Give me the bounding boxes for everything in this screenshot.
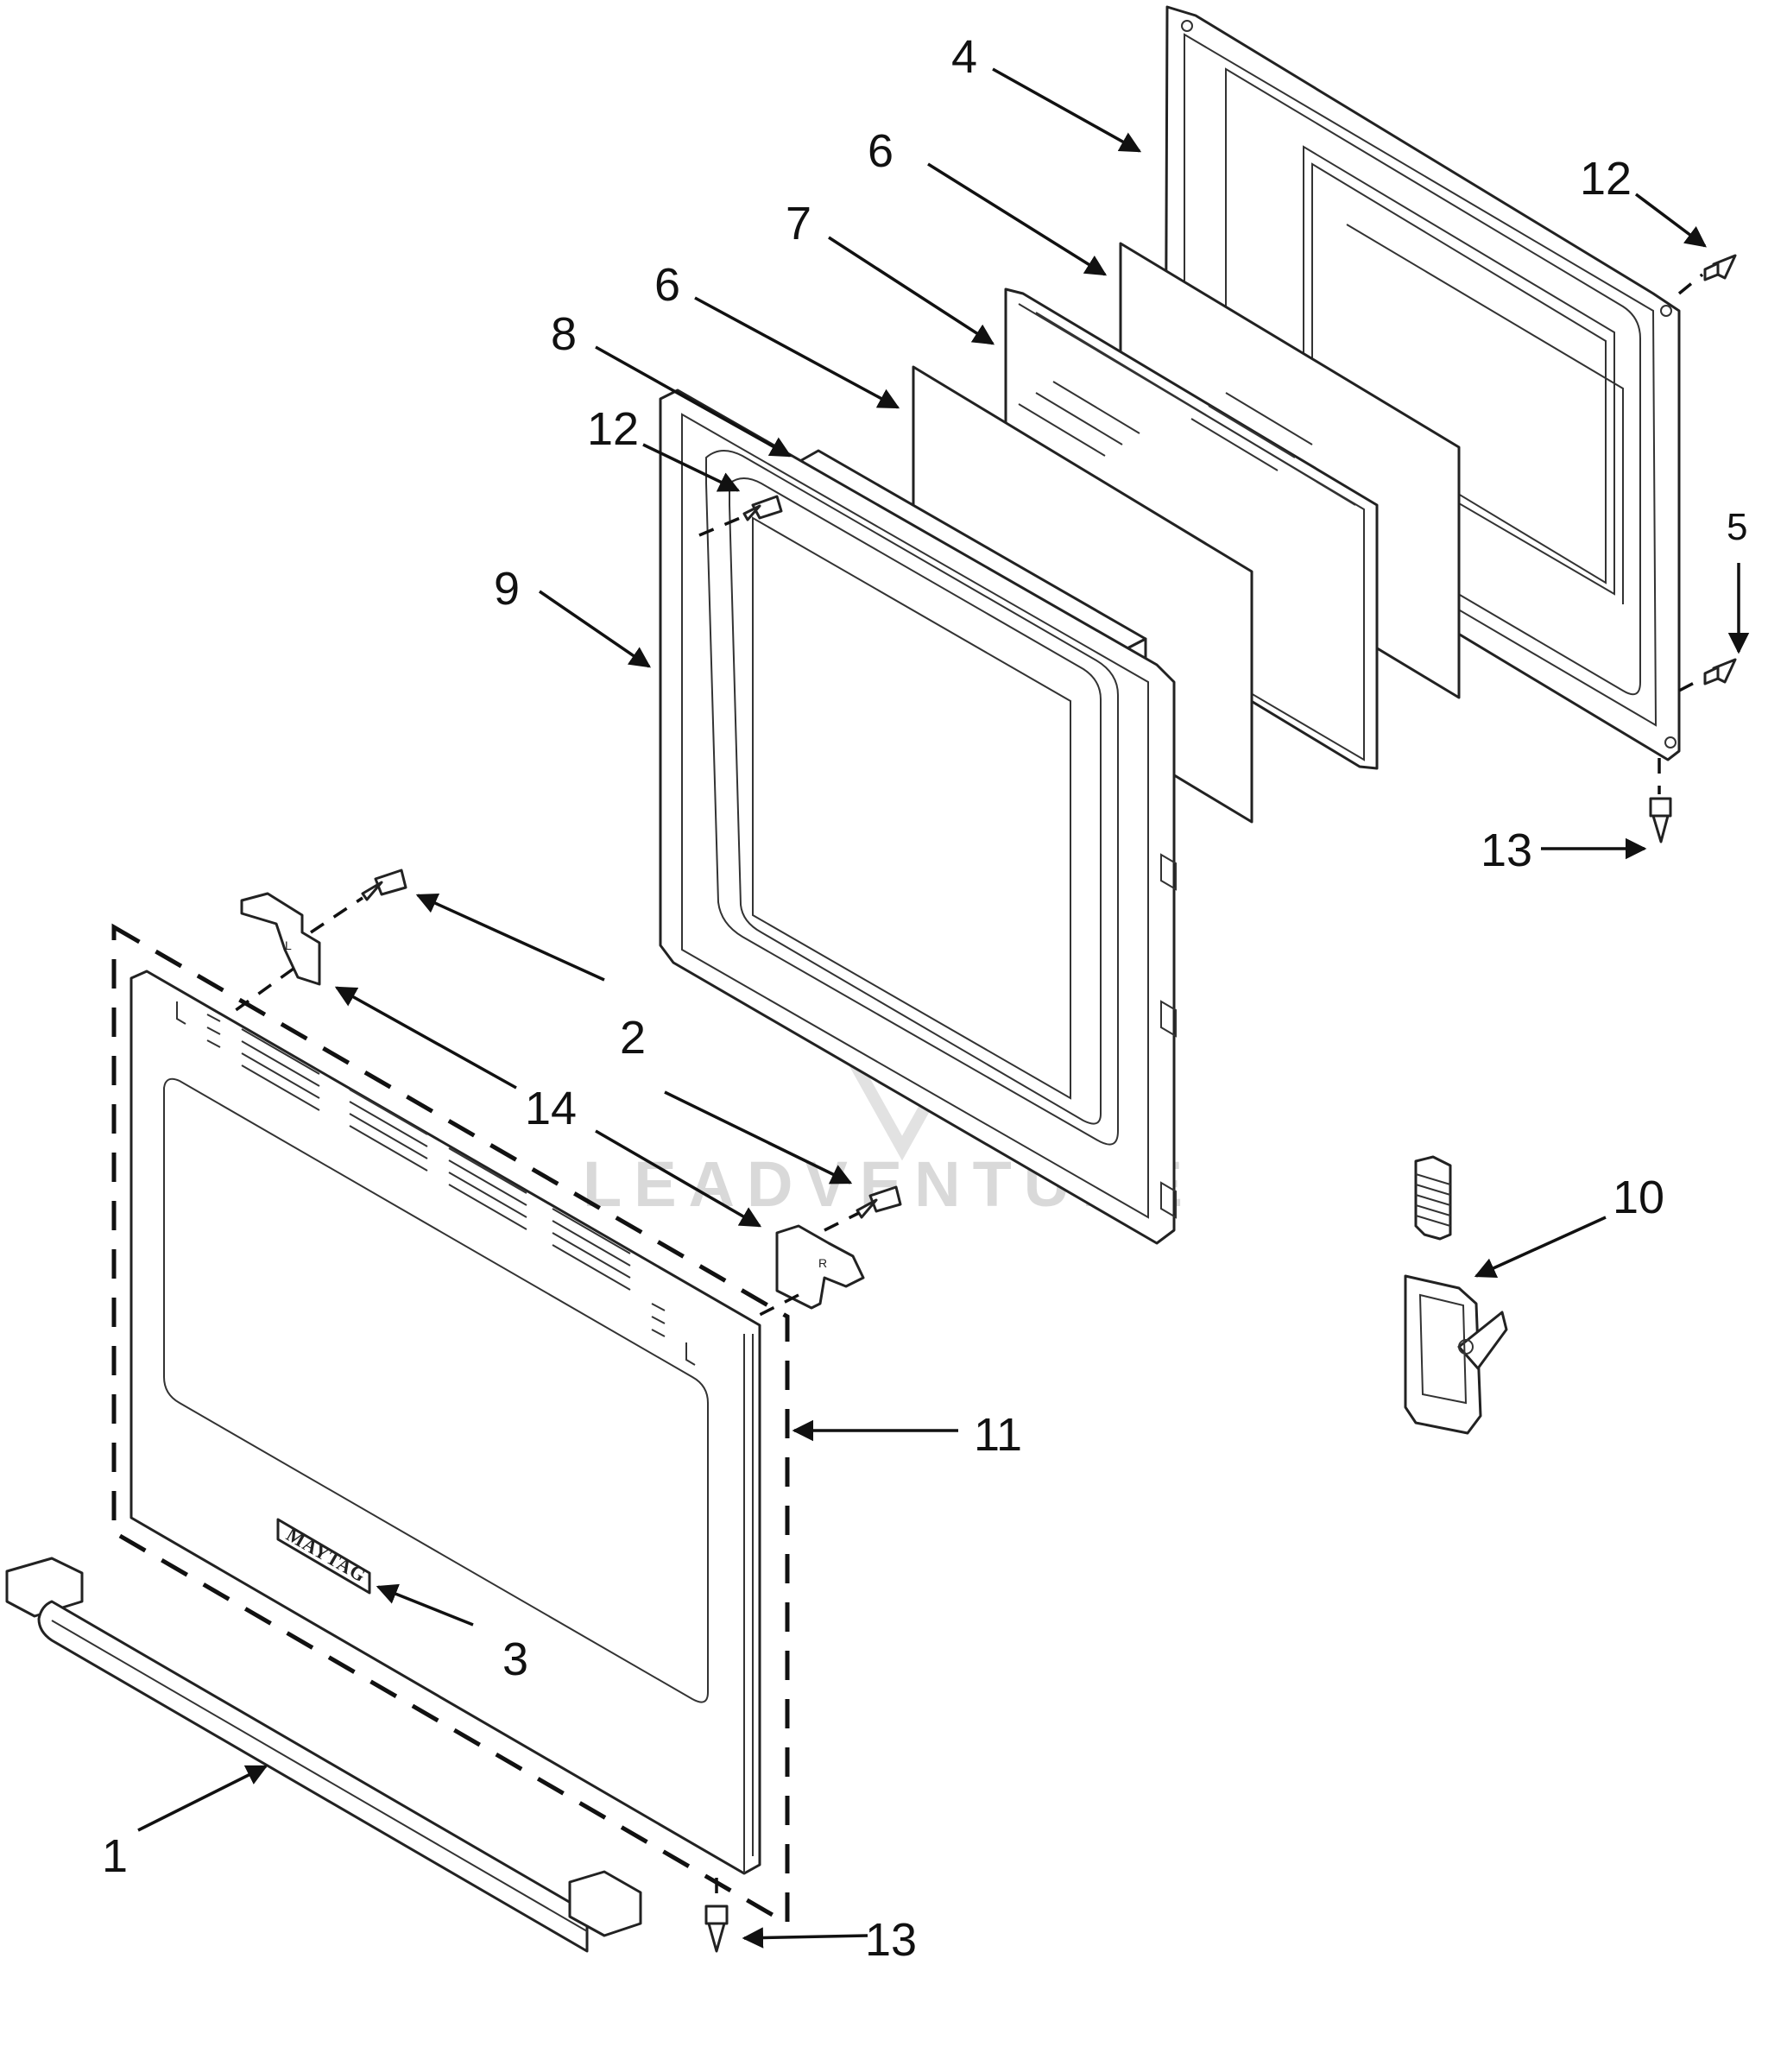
hinge-receiver-right: R <box>775 1224 865 1310</box>
callout-13-upper: 13 <box>1481 824 1532 876</box>
callout-12-right: 12 <box>1580 153 1632 205</box>
screw-13-lower <box>704 1905 729 1953</box>
callout-3: 3 <box>502 1633 528 1685</box>
screw-5-right <box>1703 658 1737 685</box>
door-inner-frame <box>659 388 1177 1245</box>
callout-9: 9 <box>494 563 520 615</box>
screw-2-left <box>361 869 407 901</box>
callout-labels: 1 2 3 4 5 6 6 7 8 9 10 11 12 12 13 13 14 <box>102 31 1747 1966</box>
callout-6-front: 6 <box>654 259 680 311</box>
screw-13-upper <box>1649 797 1672 843</box>
hinge-right-mark: R <box>818 1256 827 1270</box>
callout-14: 14 <box>525 1083 577 1134</box>
callout-5: 5 <box>1727 506 1747 548</box>
hinge-left-mark: L <box>285 938 292 952</box>
callout-12-mid: 12 <box>587 403 639 455</box>
outer-door-panel: MAYTAG <box>129 970 761 1875</box>
callout-4: 4 <box>951 31 977 83</box>
callout-1: 1 <box>102 1830 128 1882</box>
door-handle <box>5 1557 642 1953</box>
callout-10: 10 <box>1613 1172 1664 1223</box>
callout-7: 7 <box>786 198 811 250</box>
callout-11: 11 <box>974 1409 1022 1461</box>
hinge-receiver-left: L <box>240 892 321 986</box>
callout-8: 8 <box>551 308 577 360</box>
screw-12-upper-right <box>1703 254 1737 281</box>
door-hinge <box>1404 1155 1508 1435</box>
callout-13-lower: 13 <box>865 1914 917 1966</box>
assembly-guides <box>224 273 1704 1904</box>
screw-12-mid <box>742 495 783 521</box>
callout-2: 2 <box>620 1012 646 1064</box>
leader-lines <box>137 67 1750 1949</box>
callout-6-rear: 6 <box>868 125 894 177</box>
